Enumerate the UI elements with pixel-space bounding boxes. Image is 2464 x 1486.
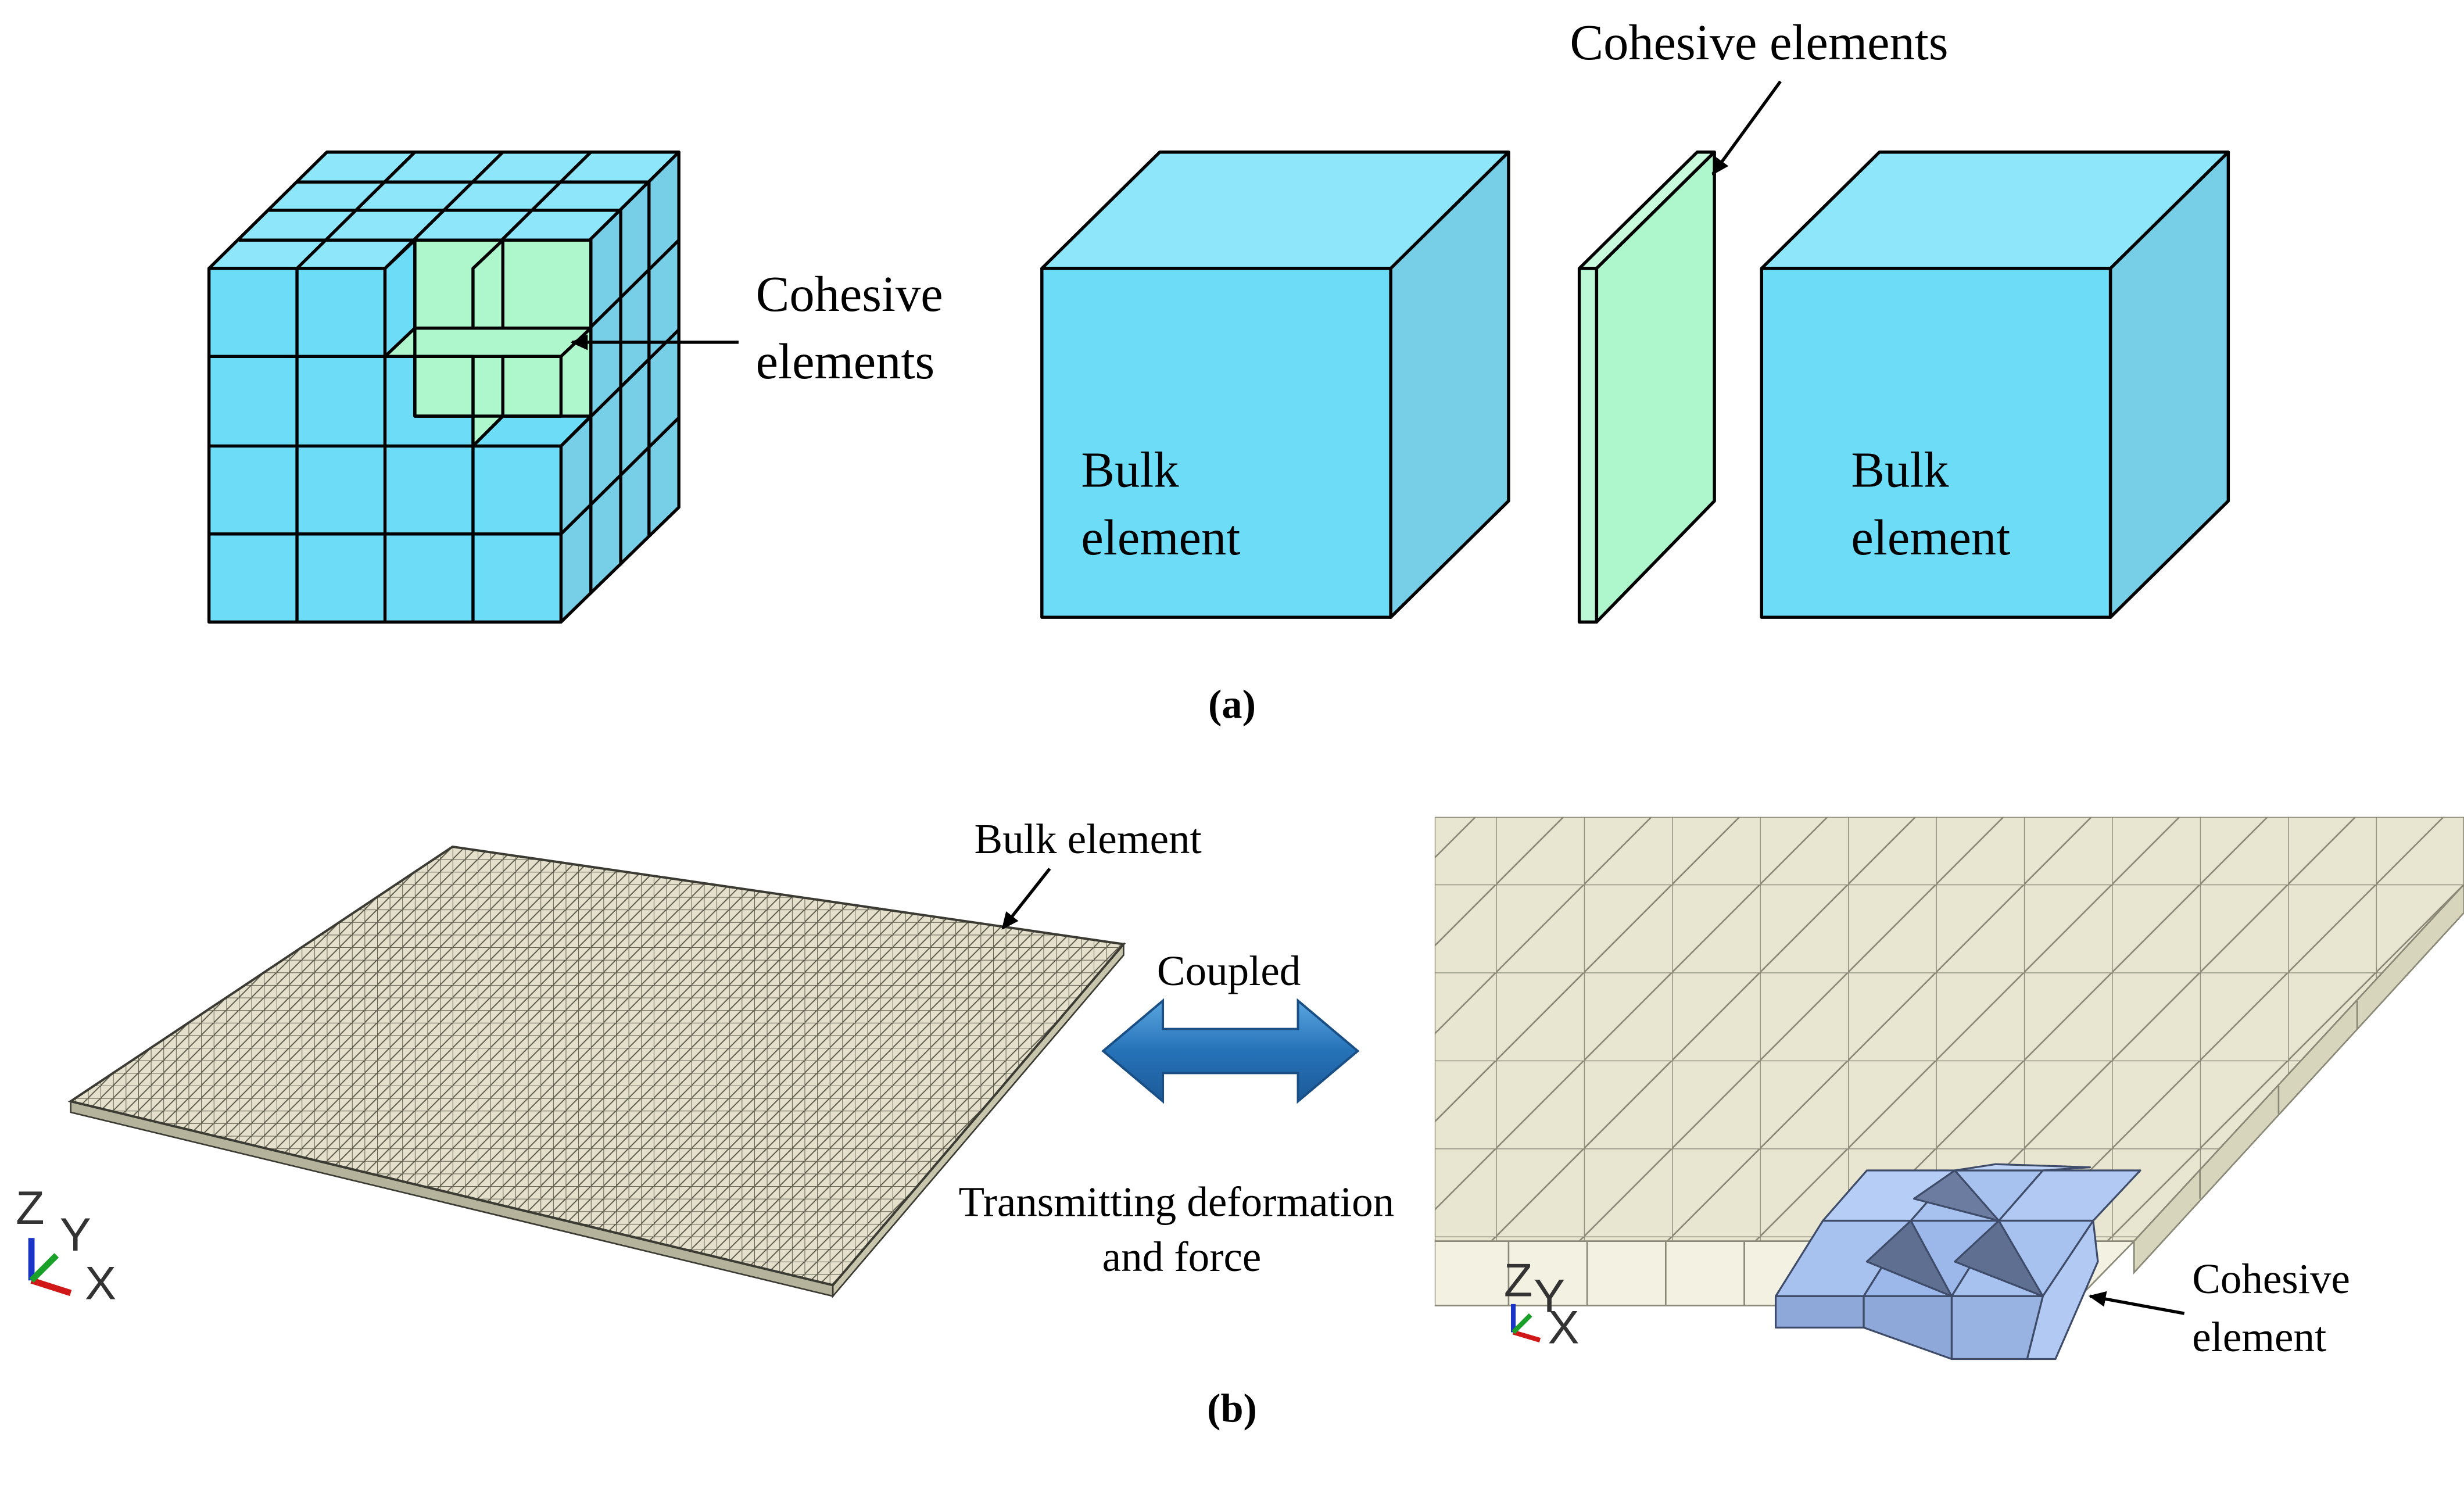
cohesive-element-line1: Cohesive (2192, 1255, 2350, 1302)
zoomed-mesh-view (1434, 817, 2464, 1360)
cohesive-slab-pointer (1711, 80, 1782, 176)
bulk-left-label: Bulk element (1081, 442, 1240, 565)
bulk-cube-left (1040, 151, 1510, 619)
axis-z-left: Z (16, 1182, 45, 1234)
cohesive-cutout (383, 238, 593, 448)
bulk-left-line2: element (1081, 510, 1240, 565)
axis-y-left: Y (60, 1209, 91, 1261)
cohesive-slab (1577, 151, 1716, 624)
cohesive-elements-label: Cohesive elements (756, 179, 980, 389)
coupled-label: Coupled (1157, 947, 1301, 994)
axis-triad-right: Z Y X (1504, 1254, 1580, 1353)
bulk-right-line2: element (1851, 510, 2010, 565)
bulk-element-pointer (1001, 868, 1051, 930)
bulk-element-label: Bulk element (975, 815, 1202, 862)
bulk-left-line1: Bulk (1081, 442, 1179, 498)
transmit-label: Transmitting deformation and force (959, 1178, 1405, 1280)
axis-triad-left: Z Y X (16, 1182, 116, 1310)
cohesive-cluster (1774, 1163, 2141, 1360)
cohesive-label-line1: Cohesive (756, 266, 943, 322)
top-cohesive-label: Cohesive elements (1570, 15, 1948, 70)
axis-y-right: Y (1534, 1270, 1565, 1322)
cohesive-plane-front-left (413, 355, 475, 418)
bulk-right-line1: Bulk (1851, 442, 1949, 498)
caption-b: (b) (1207, 1386, 1257, 1431)
bulk-cube-right (1760, 151, 2230, 619)
axis-x-right: X (1548, 1301, 1580, 1353)
cohesive-element-pointer (2088, 1291, 2185, 1315)
axis-z-right: Z (1504, 1254, 1533, 1306)
axis-x-left: X (85, 1258, 116, 1310)
bulk-cube-left-front (1040, 267, 1392, 619)
panel-a: Cohesive elements Bulk element Cohesive … (207, 15, 2230, 727)
bulk-mesh-plate (67, 845, 1126, 1299)
bulk-right-label: Bulk element (1851, 442, 2010, 565)
cohesive-plane-front-right (501, 355, 563, 418)
coupled-double-arrow (1101, 998, 1360, 1104)
panel-b: Bulk element Z Y X Coupled Transmitting … (16, 815, 2464, 1431)
cohesive-element-label: Cohesive element (2192, 1255, 2361, 1360)
plate-top-mesh (67, 845, 1126, 1287)
meshed-cube (207, 151, 681, 624)
cohesive-label-line2: elements (756, 334, 935, 389)
caption-a: (a) (1208, 682, 1256, 727)
transmit-line2: and force (1102, 1233, 1262, 1280)
bulk-cube-right-front (1760, 267, 2112, 619)
cohesive-element-line2: element (2192, 1313, 2326, 1360)
zoomed-plate-edge-right (2133, 883, 2464, 1275)
transmit-line1: Transmitting deformation (959, 1178, 1395, 1225)
